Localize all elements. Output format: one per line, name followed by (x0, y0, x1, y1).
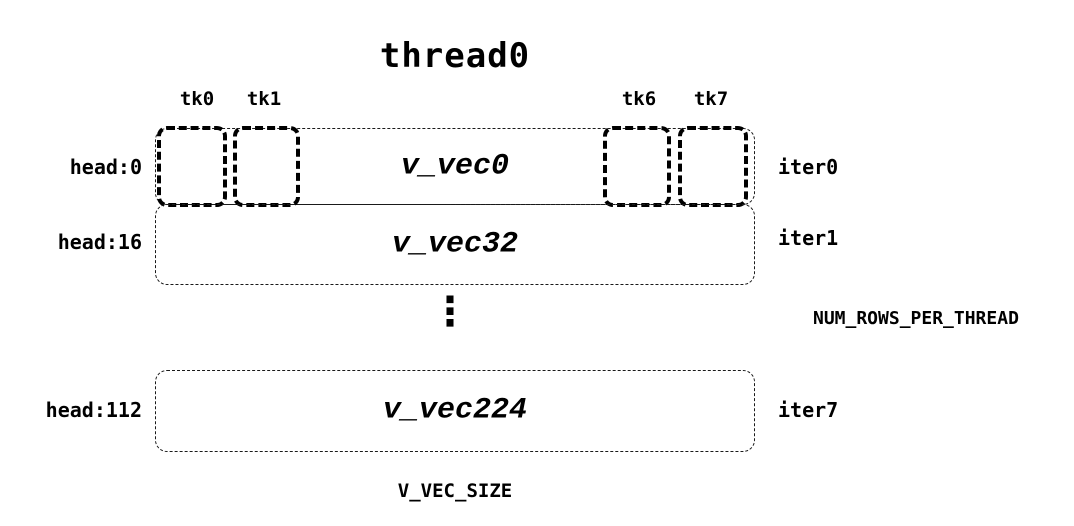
tk-box-tk0 (157, 126, 227, 207)
head-offset-112: head:112 (45, 398, 142, 422)
vertical-ellipsis: ⋮ (430, 289, 470, 335)
head-offset-0: head:0 (69, 155, 142, 179)
head-offset-16: head:16 (57, 230, 142, 254)
vvec-row-7: v_vec224 (155, 370, 755, 452)
tk-box-tk6 (603, 126, 671, 207)
diagram-title: thread0 (379, 36, 531, 76)
num-rows-per-thread-label: NUM_ROWS_PER_THREAD (813, 308, 1019, 329)
vvec-label-0: v_vec0 (400, 148, 510, 183)
tk-label-tk7: tk7 (693, 88, 729, 110)
tk-box-tk1 (233, 126, 300, 207)
iter-label-7: iter7 (778, 398, 839, 422)
vvec-label-1: v_vec32 (391, 226, 519, 261)
v-vec-size-label: V_VEC_SIZE (397, 480, 513, 502)
vvec-row-0: v_vec0 (155, 126, 755, 207)
tk-label-tk1: tk1 (246, 88, 282, 110)
iter-label-0: iter0 (778, 155, 839, 179)
tk-label-tk6: tk6 (621, 88, 657, 110)
iter-label-1: iter1 (778, 226, 839, 250)
tk-label-tk0: tk0 (179, 88, 215, 110)
tk-box-tk7 (678, 126, 748, 207)
vvec-label-7: v_vec224 (382, 393, 528, 428)
vvec-row-1: v_vec32 (155, 204, 755, 285)
